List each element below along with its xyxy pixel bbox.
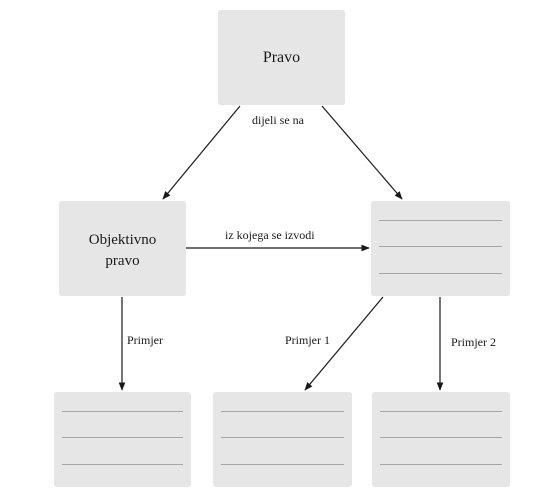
blank-line [62,411,183,412]
blank-line [380,411,502,412]
node-blank-right [371,201,510,296]
edge-label-primjer-2: Primjer 2 [451,335,496,349]
blank-line [221,464,344,465]
blank-line [379,273,502,274]
blank-line [62,464,183,465]
node-objektivno-label-line2: pravo [105,253,140,269]
node-pravo-label: Pravo [262,49,301,66]
blank-line [221,411,344,412]
blank-line [379,220,502,221]
node-blank-bottom-right [372,392,510,487]
node-objektivno-pravo: Objektivno pravo [59,201,186,296]
node-objektivno-label-line1: Objektivno [88,232,157,248]
blank-line [380,464,502,465]
node-pravo: Pravo [218,10,345,105]
blank-line [62,437,183,438]
blank-line [380,437,502,438]
blank-line [221,437,344,438]
edge-label-dijeli-se-na: dijeli se na [252,113,304,127]
edge-label-iz-kojega-se-izvodi: iz kojega se izvodi [225,228,315,242]
blank-line [379,246,502,247]
node-blank-bottom-left [54,392,191,487]
edge-label-primjer: Primjer [127,333,163,347]
edge-label-primjer-1: Primjer 1 [285,333,330,347]
node-blank-bottom-middle [213,392,352,487]
arrow-root-to-right [321,105,403,200]
arrow-right-to-bottom-middle [304,296,384,391]
arrow-root-to-left [162,105,241,200]
